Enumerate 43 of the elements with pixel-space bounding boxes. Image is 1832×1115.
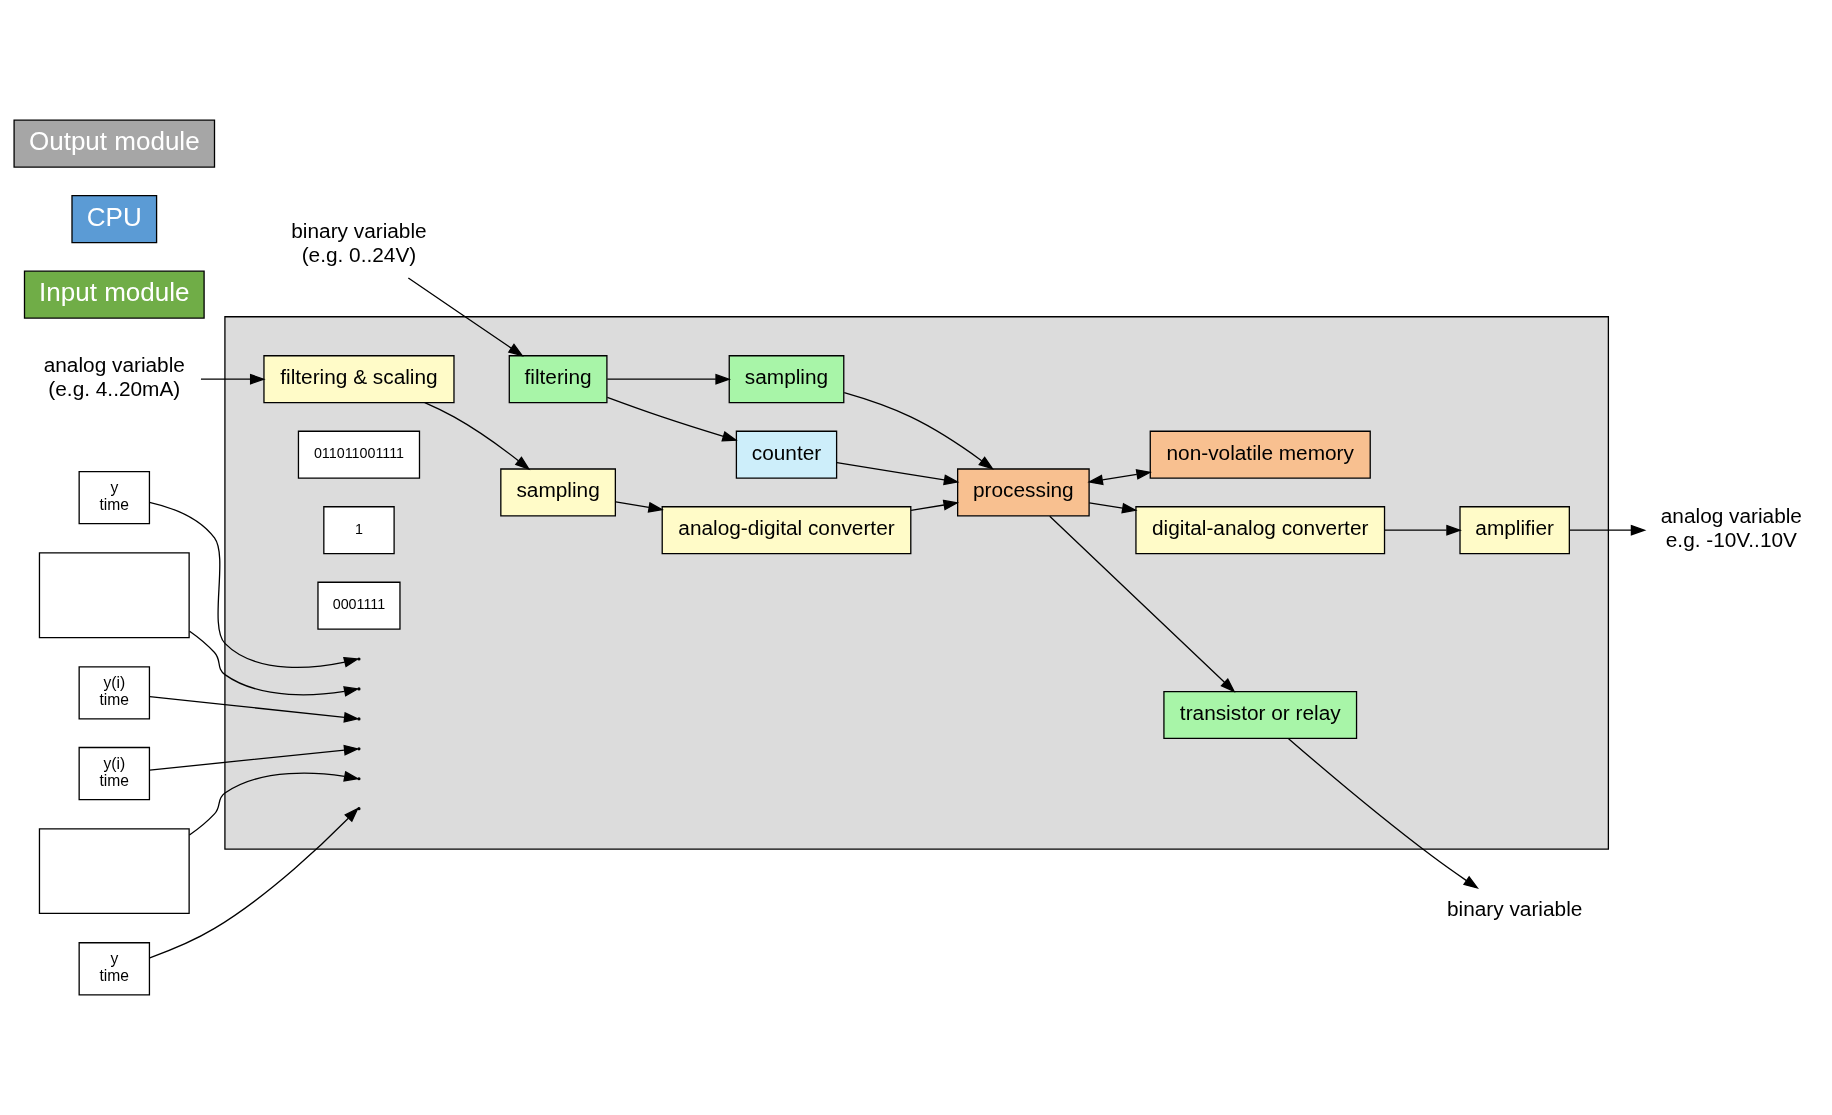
arrow [407,277,524,357]
node-box: 1 [323,506,395,555]
arrow [836,461,960,486]
node-box: amplifier [1459,506,1570,555]
cluster [224,316,1610,850]
arrow [200,373,266,385]
arrow [910,499,960,511]
node-box: Output module [13,119,216,168]
node-box: analog-digital converter [661,506,912,555]
node-box: filtering & scaling [263,355,455,404]
arrow [606,373,731,385]
node-box: y(i) time [78,666,151,720]
arrow [1087,469,1152,486]
node-box: 0001111 [317,581,401,630]
node-chart [38,828,190,915]
arrow [1287,738,1479,890]
node-text: analog variable (e.g. 4..20mA) [43,353,185,400]
node-box: y(i) time [78,746,151,801]
node-text: analog variable e.g. -10V..10V [1660,504,1802,551]
node-box: digital-analog converter [1135,506,1386,555]
node-box: Input module [23,270,205,319]
node-box: 011011001111 [297,430,421,479]
node-box: y time [78,942,151,996]
arrow [615,501,664,513]
node-chart [38,552,190,639]
node-box: sampling [500,468,616,517]
node-box: filtering [508,355,608,404]
arrow [606,396,738,442]
node-box: sampling [728,355,845,404]
node-box: CPU [71,195,158,244]
arrow [1088,502,1138,514]
node-box: counter [735,430,838,479]
arrow [1384,524,1462,536]
node-box: processing [957,468,1090,517]
node-box: transistor or relay [1163,690,1358,740]
arrow [1049,515,1236,693]
arrow [843,392,994,470]
node-box: non-volatile memory [1149,430,1371,479]
node-text: binary variable (e.g. 0..24V) [291,219,427,266]
arrow [424,402,531,471]
arrow [1568,524,1647,536]
node-box: y time [78,470,151,525]
node-text: binary variable [1447,897,1583,921]
